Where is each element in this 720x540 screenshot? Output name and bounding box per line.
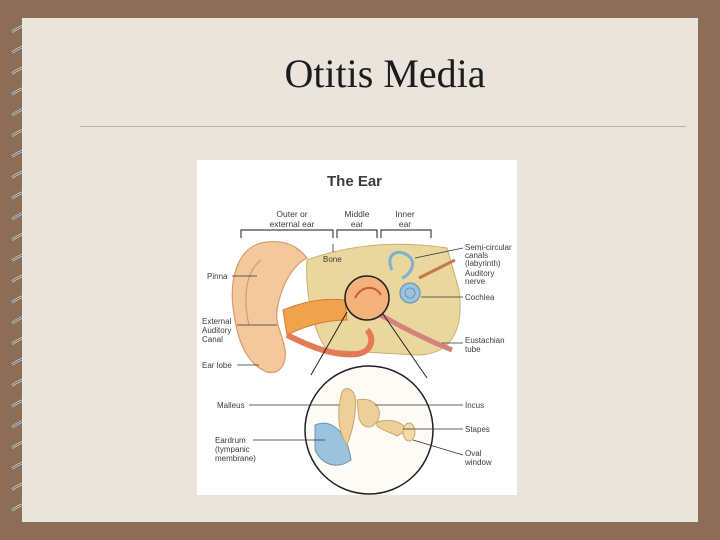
semicircular-canals-illustration: [388, 250, 415, 280]
pinna-illustration: [231, 240, 308, 374]
title-divider: [80, 126, 686, 127]
stapes-illustration: [376, 419, 408, 437]
label-incus: Incus: [465, 401, 484, 410]
ear-anatomy-illustration: The Ear Outer or external ear Middle ear…: [202, 173, 512, 495]
label-eustachian-2: tube: [465, 345, 481, 354]
label-stapes: Stapes: [465, 425, 490, 434]
label-malleus: Malleus: [217, 401, 245, 410]
section-outer-line1: Outer or: [276, 209, 307, 219]
diagram-heading: The Ear: [327, 173, 382, 190]
label-eardrum-3: membrane): [215, 454, 256, 463]
section-inner-line2: ear: [399, 219, 411, 229]
malleus-illustration: [338, 388, 356, 447]
auditory-nerve-illustration: [418, 258, 456, 280]
ear-canal-illustration: [282, 298, 348, 336]
label-auditory-nerve-1: Auditory: [465, 269, 494, 278]
label-semicircular-3: (labyrinth): [465, 259, 501, 268]
label-external-canal-2: Auditory: [202, 326, 231, 335]
label-pinna: Pinna: [207, 272, 228, 281]
middle-ear-focus-circle: [344, 275, 390, 321]
label-semicircular-1: Semi-circular: [465, 243, 512, 252]
oval-window-illustration: [402, 422, 416, 442]
section-middle-line2: ear: [351, 219, 363, 229]
eardrum-illustration: [314, 422, 352, 466]
label-eustachian-1: Eustachian: [465, 336, 505, 345]
section-inner-line1: Inner: [395, 209, 415, 219]
bracket-inner: [380, 229, 432, 238]
label-eardrum-1: Eardrum: [215, 436, 246, 445]
slide-title: Otitis Media: [284, 51, 486, 96]
label-external-canal-1: External: [202, 317, 232, 326]
bracket-middle: [336, 229, 378, 238]
label-external-canal-3: Canal: [202, 335, 223, 344]
label-ear-lobe: Ear lobe: [202, 361, 232, 370]
section-middle-line1: Middle: [344, 209, 369, 219]
label-cochlea: Cochlea: [465, 293, 495, 302]
label-oval-window-2: window: [464, 458, 492, 467]
label-eardrum-2: (tympanic: [215, 445, 250, 454]
cochlea-illustration: [399, 282, 421, 304]
label-auditory-nerve-2: nerve: [465, 277, 486, 286]
ear-diagram: The Ear Outer or external ear Middle ear…: [197, 160, 517, 495]
section-outer-line2: external ear: [270, 219, 315, 229]
label-oval-window-1: Oval: [465, 449, 482, 458]
label-semicircular-2: canals: [465, 251, 488, 260]
bracket-outer: [240, 229, 334, 238]
label-bone: Bone: [323, 255, 342, 264]
